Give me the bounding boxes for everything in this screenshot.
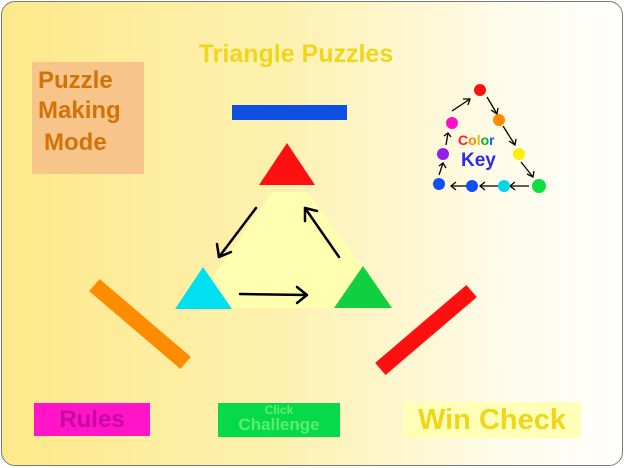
arrow-right-up	[303, 206, 341, 259]
key-dot-violet	[437, 148, 449, 160]
challenge-button-label: Challenge	[238, 415, 320, 434]
mode-indicator: Puzzle Making Mode	[32, 62, 144, 174]
right-corner-triangle[interactable]	[334, 266, 392, 308]
color-key-word-color: Color	[458, 132, 495, 148]
color-key-letter: o	[480, 132, 490, 148]
right-side-bar[interactable]	[375, 284, 477, 376]
key-dot-magenta	[446, 117, 458, 129]
left-corner-triangle[interactable]	[175, 267, 232, 309]
arrow-bottom-right	[238, 285, 309, 305]
page-title: Triangle Puzzles	[198, 40, 394, 68]
color-key	[433, 84, 546, 193]
left-side-bar[interactable]	[89, 278, 191, 370]
arrow-left-down	[215, 206, 258, 259]
challenge-button-top-label: Click	[264, 403, 294, 417]
color-key-letter: o	[468, 132, 477, 148]
key-dot-orange	[493, 114, 505, 126]
mode-label-line-1: Puzzle	[38, 67, 113, 94]
key-dot-yellow	[513, 148, 525, 160]
top-corner-triangle[interactable]	[259, 143, 315, 185]
color-key-word-key: Key	[461, 150, 496, 171]
color-key-letter: l	[476, 132, 481, 148]
challenge-button[interactable]: Click Challenge	[218, 403, 340, 437]
key-dot-red	[474, 84, 486, 96]
top-side-bar[interactable]	[232, 105, 347, 120]
color-key-letter: C	[458, 132, 469, 148]
mode-label-line-3: Mode	[44, 129, 107, 156]
key-dot-cyan	[498, 180, 510, 192]
color-key-letter: r	[489, 132, 495, 148]
win-check-button[interactable]: Win Check	[403, 402, 581, 438]
rules-button[interactable]: Rules	[34, 403, 150, 436]
key-dot-blue	[466, 180, 478, 192]
key-dot-blue-2	[433, 178, 445, 190]
mode-label-line-2: Making	[38, 97, 121, 124]
center-triangle	[191, 192, 394, 308]
key-dot-green	[532, 179, 546, 193]
